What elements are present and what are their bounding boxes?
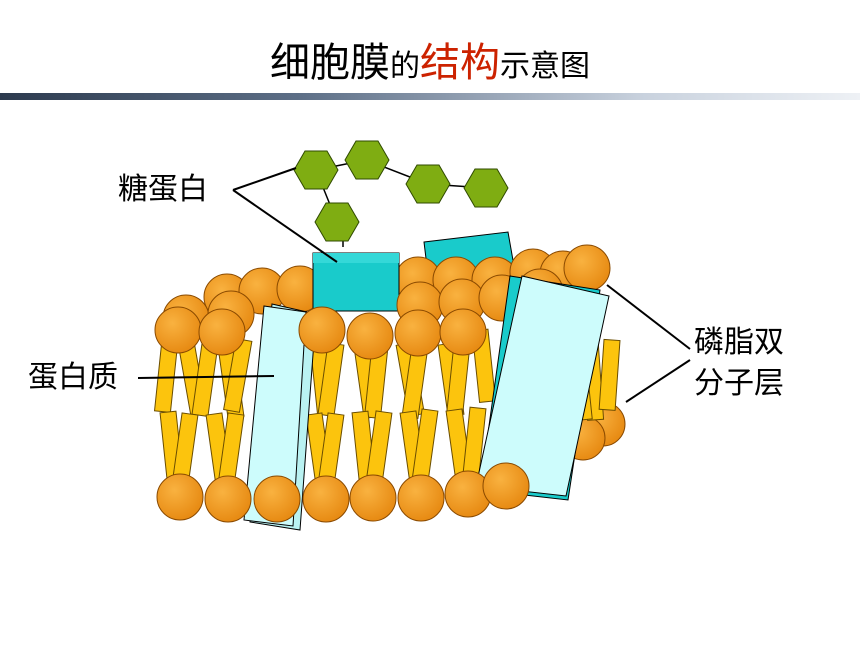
lower-front-heads [156,462,530,523]
label-glycoprotein: 糖蛋白 [118,172,208,207]
sugar-chain [293,140,509,247]
upper-front-heads [154,306,487,360]
title-part-of: 的 [390,49,420,84]
lipid-tail [598,338,621,411]
title-part-cell-membrane: 细胞膜 [270,40,390,86]
label-protein: 蛋白质 [28,360,118,395]
protein-left [243,303,317,531]
label-bilayer-line2: 分子层 [694,366,784,401]
sugar-hexagon [293,150,339,190]
leader-lines [137,167,691,403]
sugar-hexagon [314,202,360,242]
page-title: 细胞膜的结构示意图 [0,38,860,92]
label-bilayer-line1: 磷脂双 [694,325,784,360]
sugar-hexagon [463,168,509,208]
title-part-structure: 结构 [420,40,500,86]
glycoprotein-protein [312,252,400,312]
protein-right [475,275,610,501]
title-part-diagram: 示意图 [500,49,590,84]
sugar-hexagon [405,164,451,204]
title-divider [0,93,860,100]
sugar-hexagon [344,140,390,180]
